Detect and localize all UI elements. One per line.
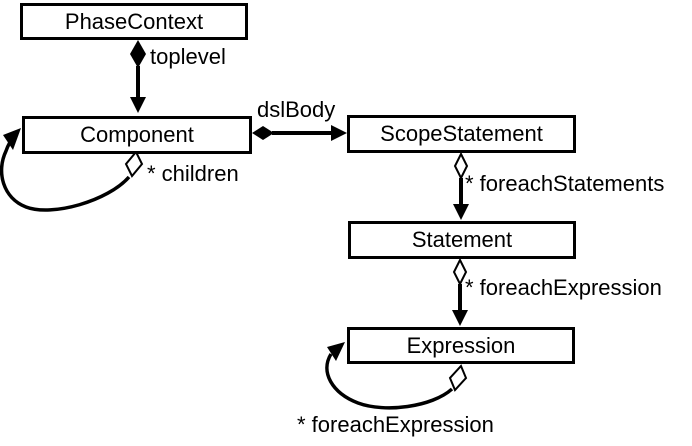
node-statement-label: Statement xyxy=(411,227,513,252)
node-phasecontext-label: PhaseContext xyxy=(64,8,204,34)
children-aggregation-diamond-icon xyxy=(124,150,144,178)
toplevel-composition-diamond-icon xyxy=(130,40,146,68)
node-component-label: Component xyxy=(80,122,194,147)
node-component: Component xyxy=(22,116,252,154)
node-expression: Expression xyxy=(347,327,575,364)
foreachexpression-self-arrowhead-icon xyxy=(327,342,345,361)
foreachexpression-arrowhead-icon xyxy=(452,310,468,326)
node-statement: Statement xyxy=(348,221,576,259)
dslbody-composition-diamond-icon xyxy=(252,126,274,140)
edge-label-foreachexpression: * foreachExpression xyxy=(465,275,662,300)
foreachexpression-self-aggregation-diamond-icon xyxy=(448,364,468,392)
edge-label-toplevel: toplevel xyxy=(150,44,226,69)
toplevel-arrowhead-icon xyxy=(130,97,146,113)
dslbody-arrowhead-icon xyxy=(331,125,347,141)
node-scopestatement-label: ScopeStatement xyxy=(380,121,543,146)
edge-label-foreachexpression-self: * foreachExpression xyxy=(297,412,494,437)
foreachstatements-arrowhead-icon xyxy=(453,204,469,220)
node-scopestatement: ScopeStatement xyxy=(347,115,576,153)
node-expression-label: Expression xyxy=(406,332,516,358)
node-phasecontext: PhaseContext xyxy=(20,3,248,40)
edge-label-dslbody: dslBody xyxy=(257,97,336,122)
edge-label-children: * children xyxy=(147,161,239,186)
edge-label-foreachstatements: * foreachStatements xyxy=(465,171,665,196)
children-arrowhead-icon xyxy=(3,128,21,150)
